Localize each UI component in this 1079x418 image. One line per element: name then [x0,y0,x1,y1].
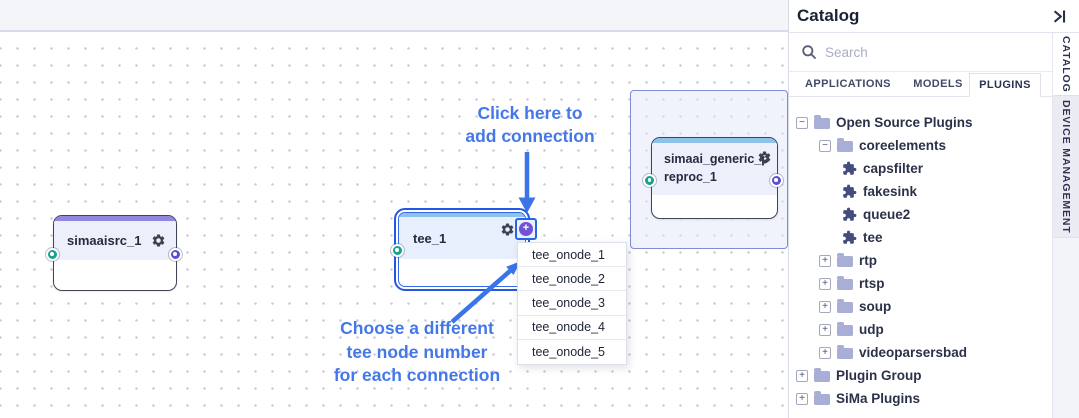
folder-icon [837,345,853,359]
annotation-click-here: Click here to add connection [465,103,595,146]
node-color-bar [54,216,176,221]
folder-icon [814,391,830,405]
tree-item-label: fakesink [863,184,918,199]
puzzle-plugin-icon [843,161,857,175]
dropdown-item-tee_onode_1[interactable]: tee_onode_1 [518,243,626,268]
tree-item-queue2[interactable]: queue2 [789,203,1052,226]
expand-icon[interactable]: + [819,323,831,336]
node-title: simaai_generic_preproc_1 [664,152,769,184]
tree-item-label: udp [859,322,884,337]
tree-item-label: videoparsersbad [859,345,968,360]
tree-item-coreelements[interactable]: − coreelements [789,134,1052,157]
tree-item-label: rtp [859,253,877,268]
tree-item-rtp[interactable]: + rtp [789,249,1052,272]
search-bar [789,33,1053,72]
port-in-preproc[interactable] [643,173,656,187]
tree-item-label: Plugin Group [836,368,922,383]
expand-icon[interactable]: + [819,254,831,267]
dropdown-item-tee_onode_2[interactable]: tee_onode_2 [518,267,626,292]
tree-item-rtsp[interactable]: + rtsp [789,272,1052,295]
expand-icon[interactable]: + [796,369,808,382]
collapse-icon[interactable]: − [819,139,831,152]
folder-icon [837,276,853,290]
collapse-panel-icon[interactable] [1051,8,1068,25]
tree-item-fakesink[interactable]: fakesink [789,180,1052,203]
tree-item-sima-plugins[interactable]: + SiMa Plugins [789,387,1052,410]
tree-item-open-source-plugins[interactable]: − Open Source Plugins [789,111,1052,134]
port-in-tee[interactable] [390,243,404,257]
pipeline-canvas[interactable]: simaaisrc_1 simaai_generic_preproc_1 tee… [0,0,788,418]
tree-item-soup[interactable]: + soup [789,295,1052,318]
node-simaaisrc_1[interactable]: simaaisrc_1 [53,215,177,291]
folder-icon [837,299,853,313]
catalog-tabs: APPLICATIONS MODELS PLUGINS [789,72,1053,97]
dropdown-item-tee_onode_3[interactable]: tee_onode_3 [518,291,626,316]
tree-item-label: queue2 [863,207,911,222]
plus-icon [519,222,533,236]
annotation-choose-node: Choose a different tee node number for e… [333,318,501,385]
port-out-simaaisrc[interactable] [168,247,182,261]
collapse-icon[interactable]: − [796,116,808,129]
tree-item-label: Open Source Plugins [836,115,973,130]
gear-icon[interactable] [757,150,772,165]
folder-icon [837,253,853,267]
tree-item-label: rtsp [859,276,885,291]
expand-icon[interactable]: + [819,346,831,359]
tab-plugins[interactable]: PLUGINS [969,73,1041,97]
tree-item-label: capsfilter [863,161,924,176]
tree-item-label: SiMa Plugins [836,391,921,406]
add-connection-button[interactable] [515,218,537,240]
tree-item-label: soup [859,299,892,314]
folder-icon [837,138,853,152]
search-icon [802,45,816,59]
search-input[interactable] [825,44,995,60]
tree-item-videoparsersbad[interactable]: + videoparsersbad [789,341,1052,364]
tree-item-plugin-group[interactable]: + Plugin Group [789,364,1052,387]
puzzle-plugin-icon [843,207,857,221]
tree-item-tee[interactable]: tee [789,226,1052,249]
node-tee_1[interactable]: tee_1 [394,208,537,291]
node-simaai_generic_preproc_1[interactable]: simaai_generic_preproc_1 [651,137,778,219]
folder-icon [814,115,830,129]
node-title: tee_1 [413,230,447,246]
catalog-title: Catalog [797,6,860,25]
folder-icon [837,322,853,336]
node-color-bar [652,138,777,143]
gear-icon[interactable] [500,222,515,237]
folder-icon [814,368,830,382]
dropdown-item-tee_onode_4[interactable]: tee_onode_4 [518,315,626,340]
tree-item-label: tee [863,230,883,245]
tab-applications[interactable]: APPLICATIONS [805,78,891,90]
canvas-top-strip [0,0,788,32]
tree-item-capsfilter[interactable]: capsfilter [789,157,1052,180]
port-in-simaaisrc[interactable] [45,247,59,261]
gear-icon[interactable] [151,233,166,248]
port-out-preproc[interactable] [769,173,783,187]
node-color-bar [399,213,525,217]
catalog-panel: Catalog APPLICATIONS MODELS PLUGINS −Ope [788,0,1079,418]
expand-icon[interactable]: + [819,300,831,313]
expand-icon[interactable]: + [796,392,808,405]
side-tab-strip: CATALOG DEVICE MANAGEMENT [1052,33,1079,418]
tab-models[interactable]: MODELS [913,78,963,90]
expand-icon[interactable]: + [819,277,831,290]
tree-item-label: coreelements [859,138,947,153]
puzzle-plugin-icon [843,230,857,244]
puzzle-plugin-icon [843,184,857,198]
node-title: simaaisrc_1 [67,233,142,248]
catalog-header: Catalog [789,0,1079,33]
side-tab-catalog[interactable]: CATALOG [1053,33,1079,95]
tree-item-udp[interactable]: + udp [789,318,1052,341]
dropdown-item-tee_onode_5[interactable]: tee_onode_5 [518,339,626,364]
side-tab-device-management[interactable]: DEVICE MANAGEMENT [1053,95,1079,238]
